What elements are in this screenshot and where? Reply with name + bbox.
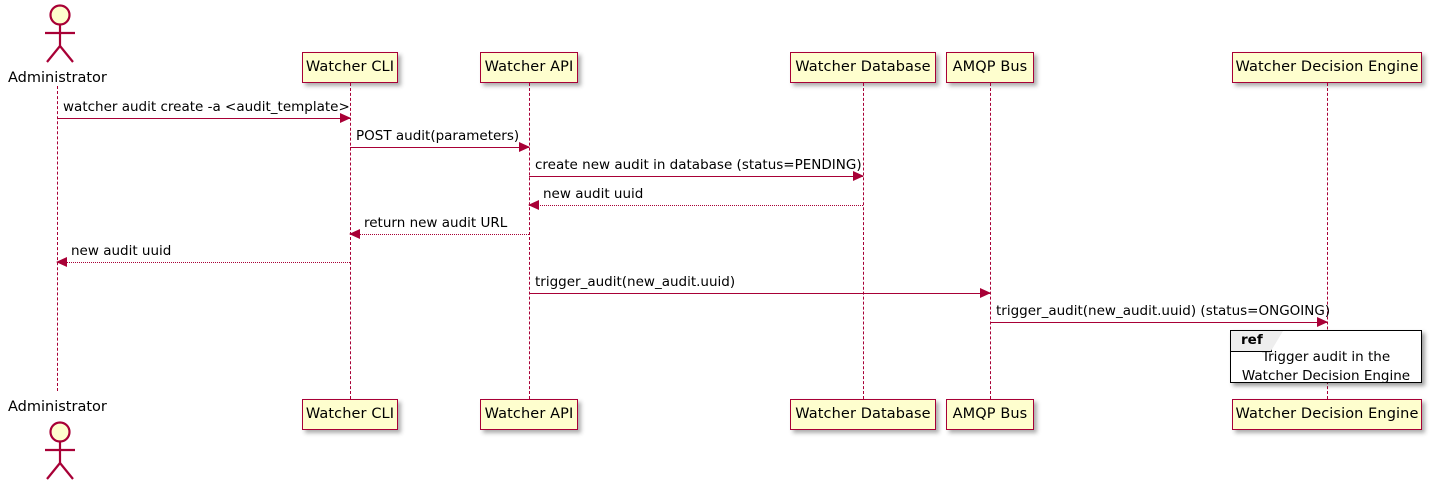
participant-watcher-database-top[interactable]: Watcher Database xyxy=(790,52,936,83)
participant-watcher-api-bottom[interactable]: Watcher API xyxy=(480,399,578,430)
message-line xyxy=(350,147,529,148)
message-label: watcher audit create -a <audit_template> xyxy=(63,98,350,115)
actor-administrator-top-label: Administrator xyxy=(8,70,107,86)
lifeline-watcher-cli xyxy=(350,83,351,399)
actor-administrator-bottom-label: Administrator xyxy=(8,399,107,415)
arrow-head-right-icon xyxy=(980,288,991,298)
participant-amqp-bus-top-label: AMQP Bus xyxy=(952,59,1028,76)
ref-fragment-tab-label: ref xyxy=(1241,332,1263,349)
participant-watcher-database-top-label: Watcher Database xyxy=(795,59,931,76)
arrow-head-right-icon xyxy=(853,171,864,181)
message-line xyxy=(529,176,863,177)
arrow-head-right-icon xyxy=(1317,317,1328,327)
participant-watcher-decision-engine-top-label: Watcher Decision Engine xyxy=(1235,59,1419,76)
participant-watcher-api-top[interactable]: Watcher API xyxy=(480,52,578,83)
participant-watcher-cli-top[interactable]: Watcher CLI xyxy=(302,52,398,83)
lifeline-amqp-bus xyxy=(990,83,991,399)
lifeline-watcher-api xyxy=(529,83,530,399)
participant-watcher-cli-bottom-label: Watcher CLI xyxy=(305,406,395,423)
participant-watcher-database-bottom-label: Watcher Database xyxy=(795,406,931,423)
message-line xyxy=(990,322,1327,323)
participant-watcher-cli-bottom[interactable]: Watcher CLI xyxy=(302,399,398,430)
ref-fragment[interactable]: ref Trigger audit in the Watcher Decisio… xyxy=(1230,330,1422,384)
participant-watcher-api-top-label: Watcher API xyxy=(484,59,574,76)
message-line xyxy=(350,234,529,235)
message-label: new audit uuid xyxy=(71,242,172,259)
arrow-head-right-icon xyxy=(519,142,530,152)
lifeline-administrator xyxy=(57,86,58,391)
message-label: create new audit in database (status=PEN… xyxy=(535,156,862,173)
message-line xyxy=(57,262,350,263)
message-line xyxy=(529,293,990,294)
message-label: trigger_audit(new_audit.uuid) xyxy=(535,273,736,290)
lifeline-watcher-database xyxy=(863,83,864,399)
participant-amqp-bus-bottom-label: AMQP Bus xyxy=(952,406,1028,423)
ref-tab-notch-icon xyxy=(1270,331,1283,351)
message-line xyxy=(529,205,863,206)
lifeline-watcher-decision-engine xyxy=(1327,83,1328,399)
participant-amqp-bus-bottom[interactable]: AMQP Bus xyxy=(946,399,1034,430)
participant-watcher-api-bottom-label: Watcher API xyxy=(484,406,574,423)
arrow-head-left-icon xyxy=(528,200,539,210)
participant-watcher-cli-top-label: Watcher CLI xyxy=(305,59,395,76)
ref-fragment-line-1: Trigger audit in the xyxy=(1261,349,1391,366)
ref-fragment-body: Trigger audit in the Watcher Decision En… xyxy=(1231,349,1421,384)
actor-administrator-bottom[interactable] xyxy=(31,419,83,481)
ref-fragment-tab: ref xyxy=(1231,330,1284,352)
message-label: trigger_audit(new_audit.uuid) (status=ON… xyxy=(996,302,1331,319)
arrow-head-left-icon xyxy=(56,257,67,267)
message-label: return new audit URL xyxy=(364,214,508,231)
participant-watcher-decision-engine-top[interactable]: Watcher Decision Engine xyxy=(1232,52,1422,83)
message-line xyxy=(57,118,350,119)
actor-administrator-top[interactable] xyxy=(31,2,83,64)
participant-watcher-database-bottom[interactable]: Watcher Database xyxy=(790,399,936,430)
ref-fragment-line-2: Watcher Decision Engine xyxy=(1241,367,1411,384)
arrow-head-right-icon xyxy=(340,113,351,123)
participant-watcher-decision-engine-bottom-label: Watcher Decision Engine xyxy=(1235,406,1419,423)
message-label: new audit uuid xyxy=(543,185,644,202)
arrow-head-left-icon xyxy=(349,229,360,239)
participant-watcher-decision-engine-bottom[interactable]: Watcher Decision Engine xyxy=(1232,399,1422,430)
message-label: POST audit(parameters) xyxy=(356,127,520,144)
participant-amqp-bus-top[interactable]: AMQP Bus xyxy=(946,52,1034,83)
